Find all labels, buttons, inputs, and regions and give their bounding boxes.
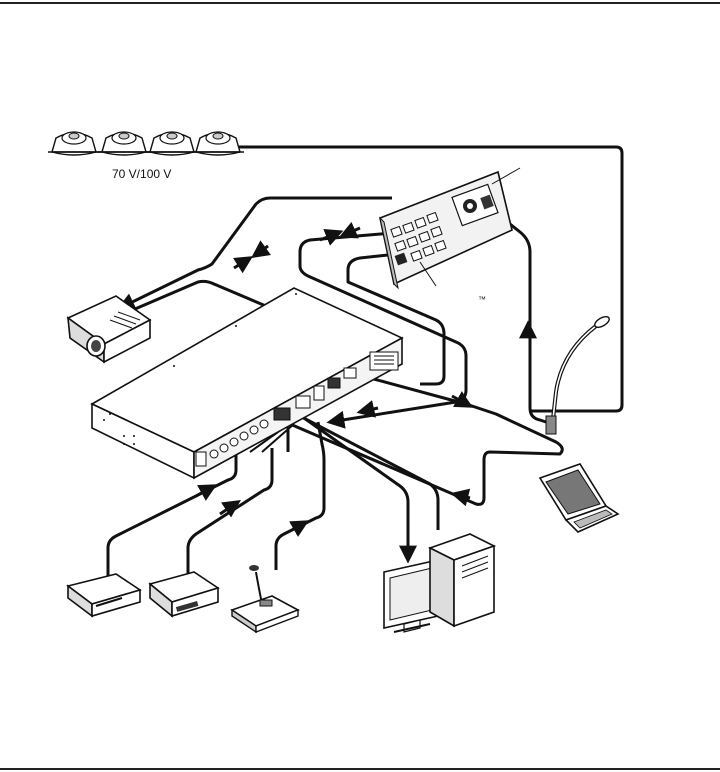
wall-control-panel: ™ (380, 168, 520, 304)
desk-mic-arrow (292, 522, 306, 530)
gooseneck-microphone-icon (546, 315, 611, 434)
laptop-icon (540, 464, 618, 532)
desk-mic-cable (276, 422, 324, 570)
computer-cable (296, 414, 438, 530)
dvd-player-icon (68, 574, 140, 616)
dvd-arrow (196, 486, 214, 496)
vcr-icon (150, 572, 218, 616)
computer-tower-icon (430, 534, 494, 626)
projector-icon (68, 296, 150, 362)
monitor-cable (304, 418, 408, 560)
trademark-mark: ™ (478, 295, 486, 304)
speaker-voltage-label: 70 V/100 V (112, 167, 171, 181)
speaker-row (48, 132, 244, 155)
desktop-microphone-icon (232, 565, 298, 632)
